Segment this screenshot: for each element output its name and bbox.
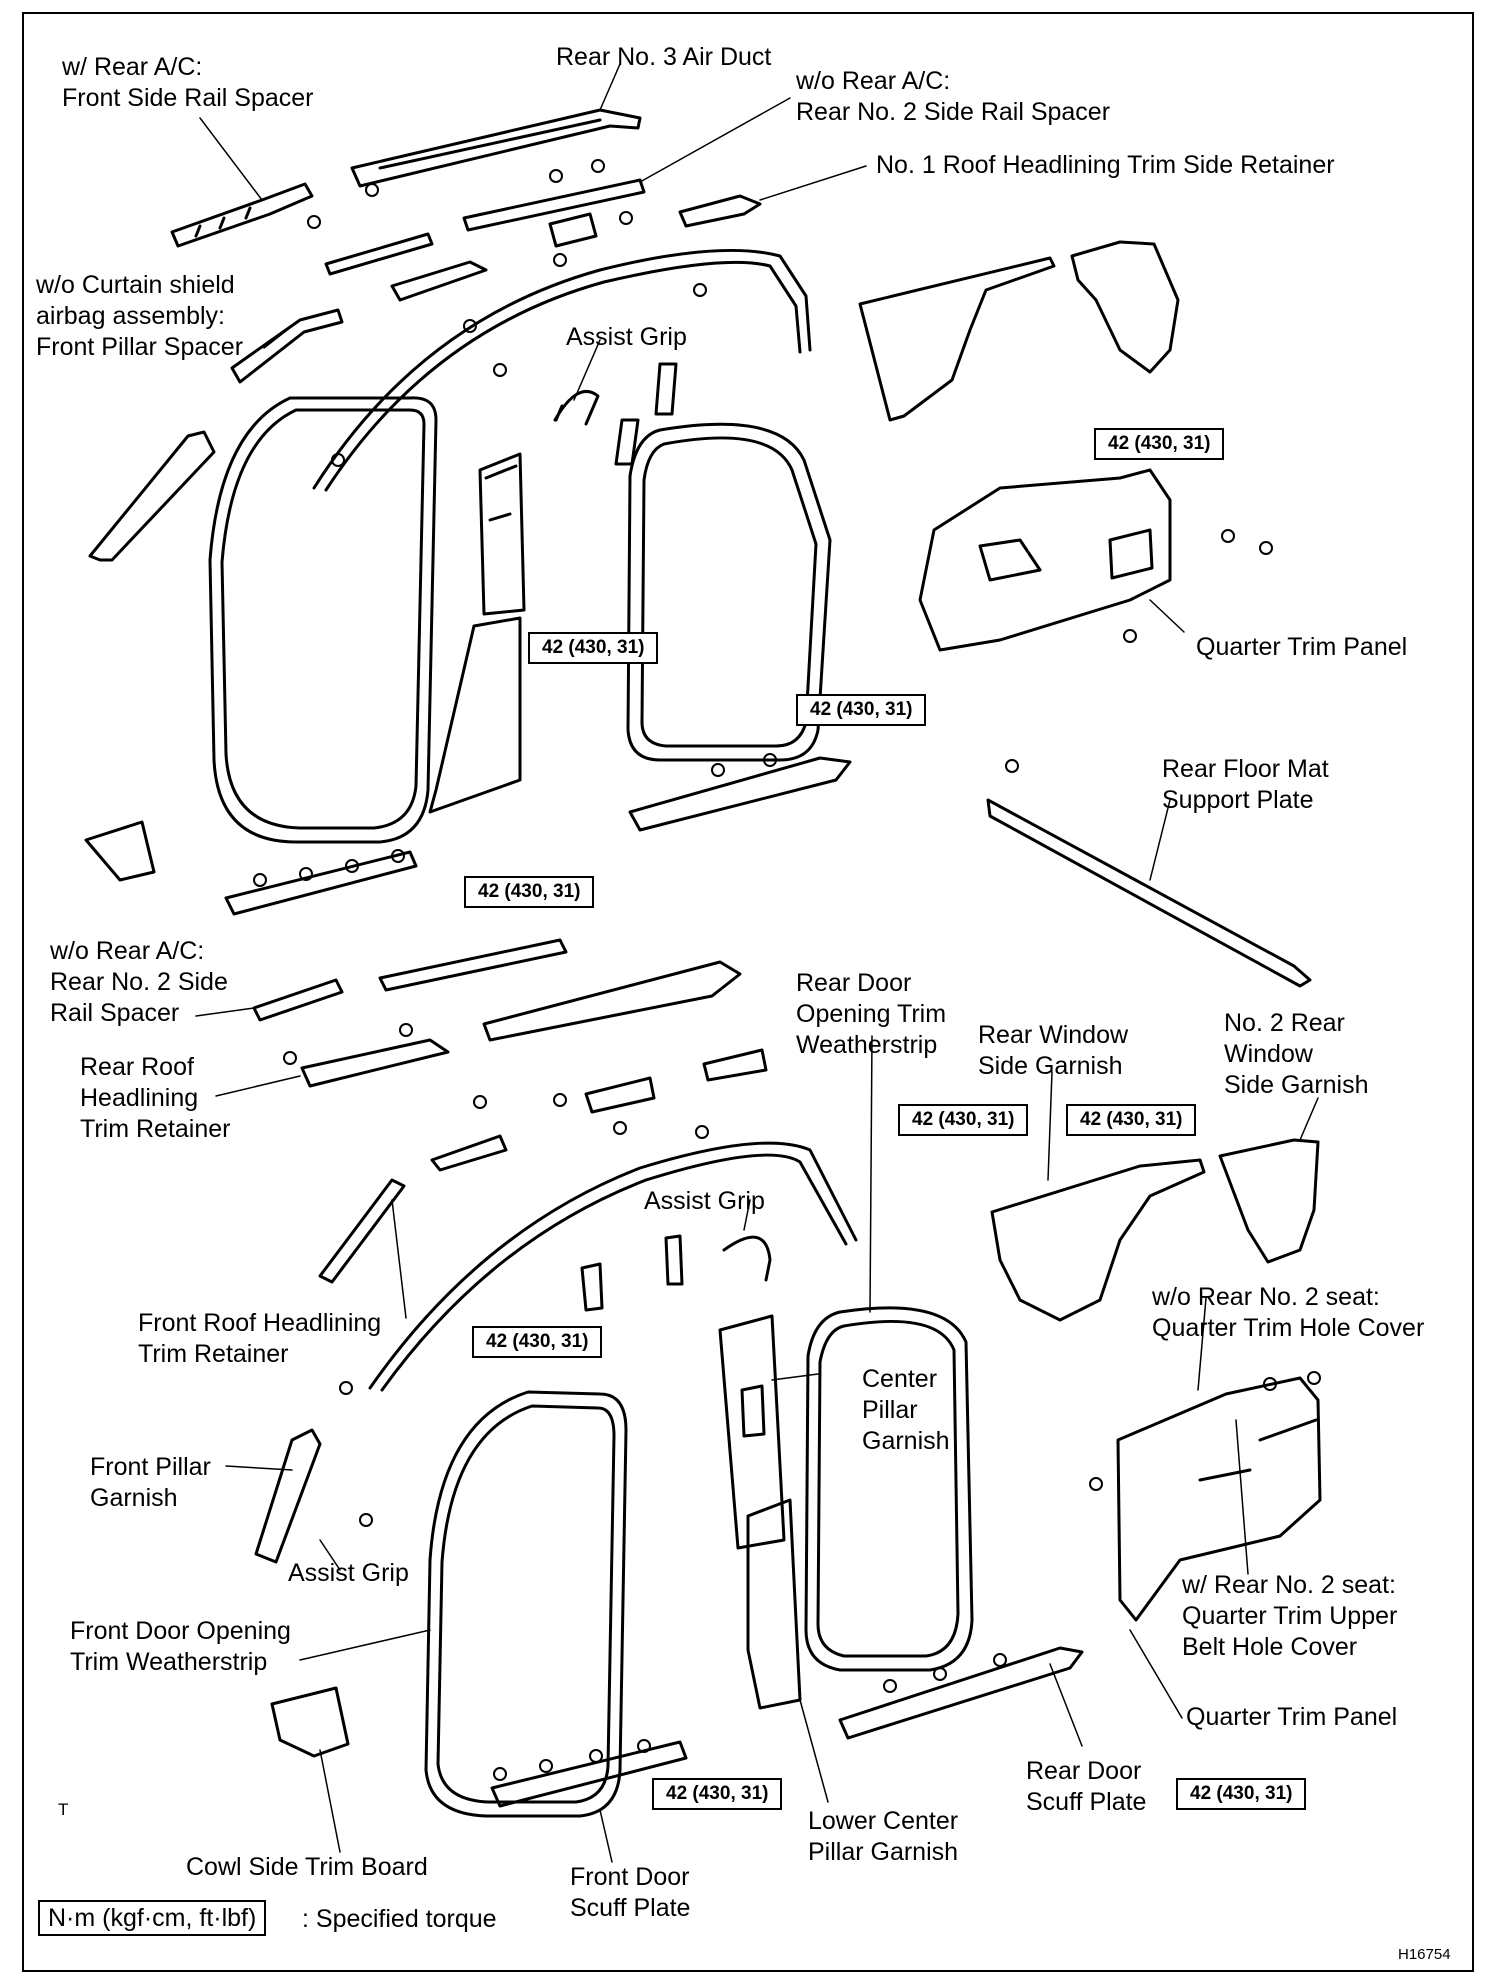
rear-floor-mat-support-plate <box>986 798 1312 988</box>
front-pillar-spacer-top <box>230 308 344 384</box>
label-no1-roof-headlining-trim-side-retainer: No. 1 Roof Headlining Trim Side Retainer <box>876 151 1335 179</box>
small-retainer-lower <box>430 1134 508 1172</box>
torque-box: 42 (430, 31) <box>1094 428 1225 460</box>
rear-door-scuff-plate-lower <box>838 1646 1084 1740</box>
torque-box: 42 (430, 31) <box>796 694 927 726</box>
rear-door-opening-weatherstrip-lower <box>804 1306 974 1672</box>
cowl-side-trim-top <box>84 820 156 882</box>
torque-box: 42 (430, 31) <box>652 1778 783 1810</box>
roof-side-rail-arc-lower <box>368 1141 858 1392</box>
front-door-scuff-plate-top <box>224 850 418 916</box>
rear-door-scuff-plate-top <box>628 756 852 832</box>
label-front-side-rail-spacer: w/ Rear A/C:Front Side Rail Spacer <box>62 53 314 112</box>
rear-no2-side-rail-spacer-top <box>462 178 646 232</box>
rear-door-opening-weatherstrip-top <box>626 422 832 762</box>
center-pillar-garnish-top <box>478 452 526 616</box>
diagram-frame <box>22 12 1474 1972</box>
front-door-opening-weatherstrip-top <box>208 396 438 844</box>
lower-center-pillar-garnish-lower <box>746 1498 802 1710</box>
torque-box: 42 (430, 31) <box>898 1104 1029 1136</box>
rear-air-duct-lower <box>482 960 742 1042</box>
rear-roof-headlining-retainer-lower <box>300 1038 768 1114</box>
bolt-icons <box>253 159 1321 1781</box>
no2-rear-window-side-garnish-lower <box>1218 1138 1320 1264</box>
quarter-trim-upper-top <box>858 240 1180 422</box>
assist-grip-lower-part <box>580 1234 772 1312</box>
torque-box: 42 (430, 31) <box>472 1326 603 1358</box>
front-pillar-garnish-top <box>88 430 216 562</box>
rear-window-side-garnish-lower <box>990 1158 1206 1322</box>
center-pillar-garnish-lower <box>718 1314 786 1550</box>
figure-code: H16754 <box>1398 1946 1451 1963</box>
label-assist-grip-top: Assist Grip <box>566 323 687 351</box>
label-quarter-trim-panel-low: Quarter Trim Panel <box>1186 1703 1398 1731</box>
quarter-trim-panel-top-part <box>918 468 1172 652</box>
torque-box: 42 (430, 31) <box>464 876 595 908</box>
front-pillar-garnish-lower <box>254 1428 322 1564</box>
label-rear-no2-side-rail-spacer-top: w/o Rear A/C:Rear No. 2 Side Rail Spacer <box>796 67 1111 126</box>
lower-center-pillar-garnish-top <box>428 616 522 814</box>
roof-retainer-top <box>390 260 488 302</box>
torque-box: 42 (430, 31) <box>528 632 659 664</box>
front-pillar-spacer-lower <box>318 1178 406 1284</box>
front-door-scuff-plate-lower <box>490 1740 688 1808</box>
quarter-trim-panel-lower <box>1116 1376 1322 1622</box>
label-assist-grip-mid: Assist Grip <box>644 1187 765 1215</box>
rear-no2-side-rail-spacer-lower <box>252 938 568 1022</box>
roof-side-rail-arc-top <box>312 248 812 492</box>
label-quarter-trim-panel-top: Quarter Trim Panel <box>1196 633 1408 661</box>
front-door-opening-weatherstrip-lower <box>424 1390 628 1818</box>
label-cowl-side-trim-board: Cowl Side Trim Board <box>186 1853 428 1881</box>
label-quarter-trim-hole-cover: w/o Rear No. 2 seat:Quarter Trim Hole Co… <box>1152 1283 1425 1342</box>
no1-retainer-top <box>548 194 762 248</box>
label-rear-no3-air-duct: Rear No. 3 Air Duct <box>556 43 772 71</box>
legend-description: : Specified torque <box>302 1905 497 1933</box>
torque-box: 42 (430, 31) <box>1176 1778 1307 1810</box>
legend-unit-box: N·m (kgf·cm, ft·lbf) <box>38 1900 267 1936</box>
corner-mark: T <box>58 1800 69 1819</box>
rear-no3-air-duct-top <box>350 108 642 188</box>
label-assist-grip-low: Assist Grip <box>288 1559 409 1587</box>
leader-lines <box>195 63 1319 1863</box>
front-side-rail-spacer-top <box>170 182 314 248</box>
cowl-side-trim-lower <box>270 1686 350 1758</box>
small-spacer-top <box>324 232 434 276</box>
torque-box: 42 (430, 31) <box>1066 1104 1197 1136</box>
